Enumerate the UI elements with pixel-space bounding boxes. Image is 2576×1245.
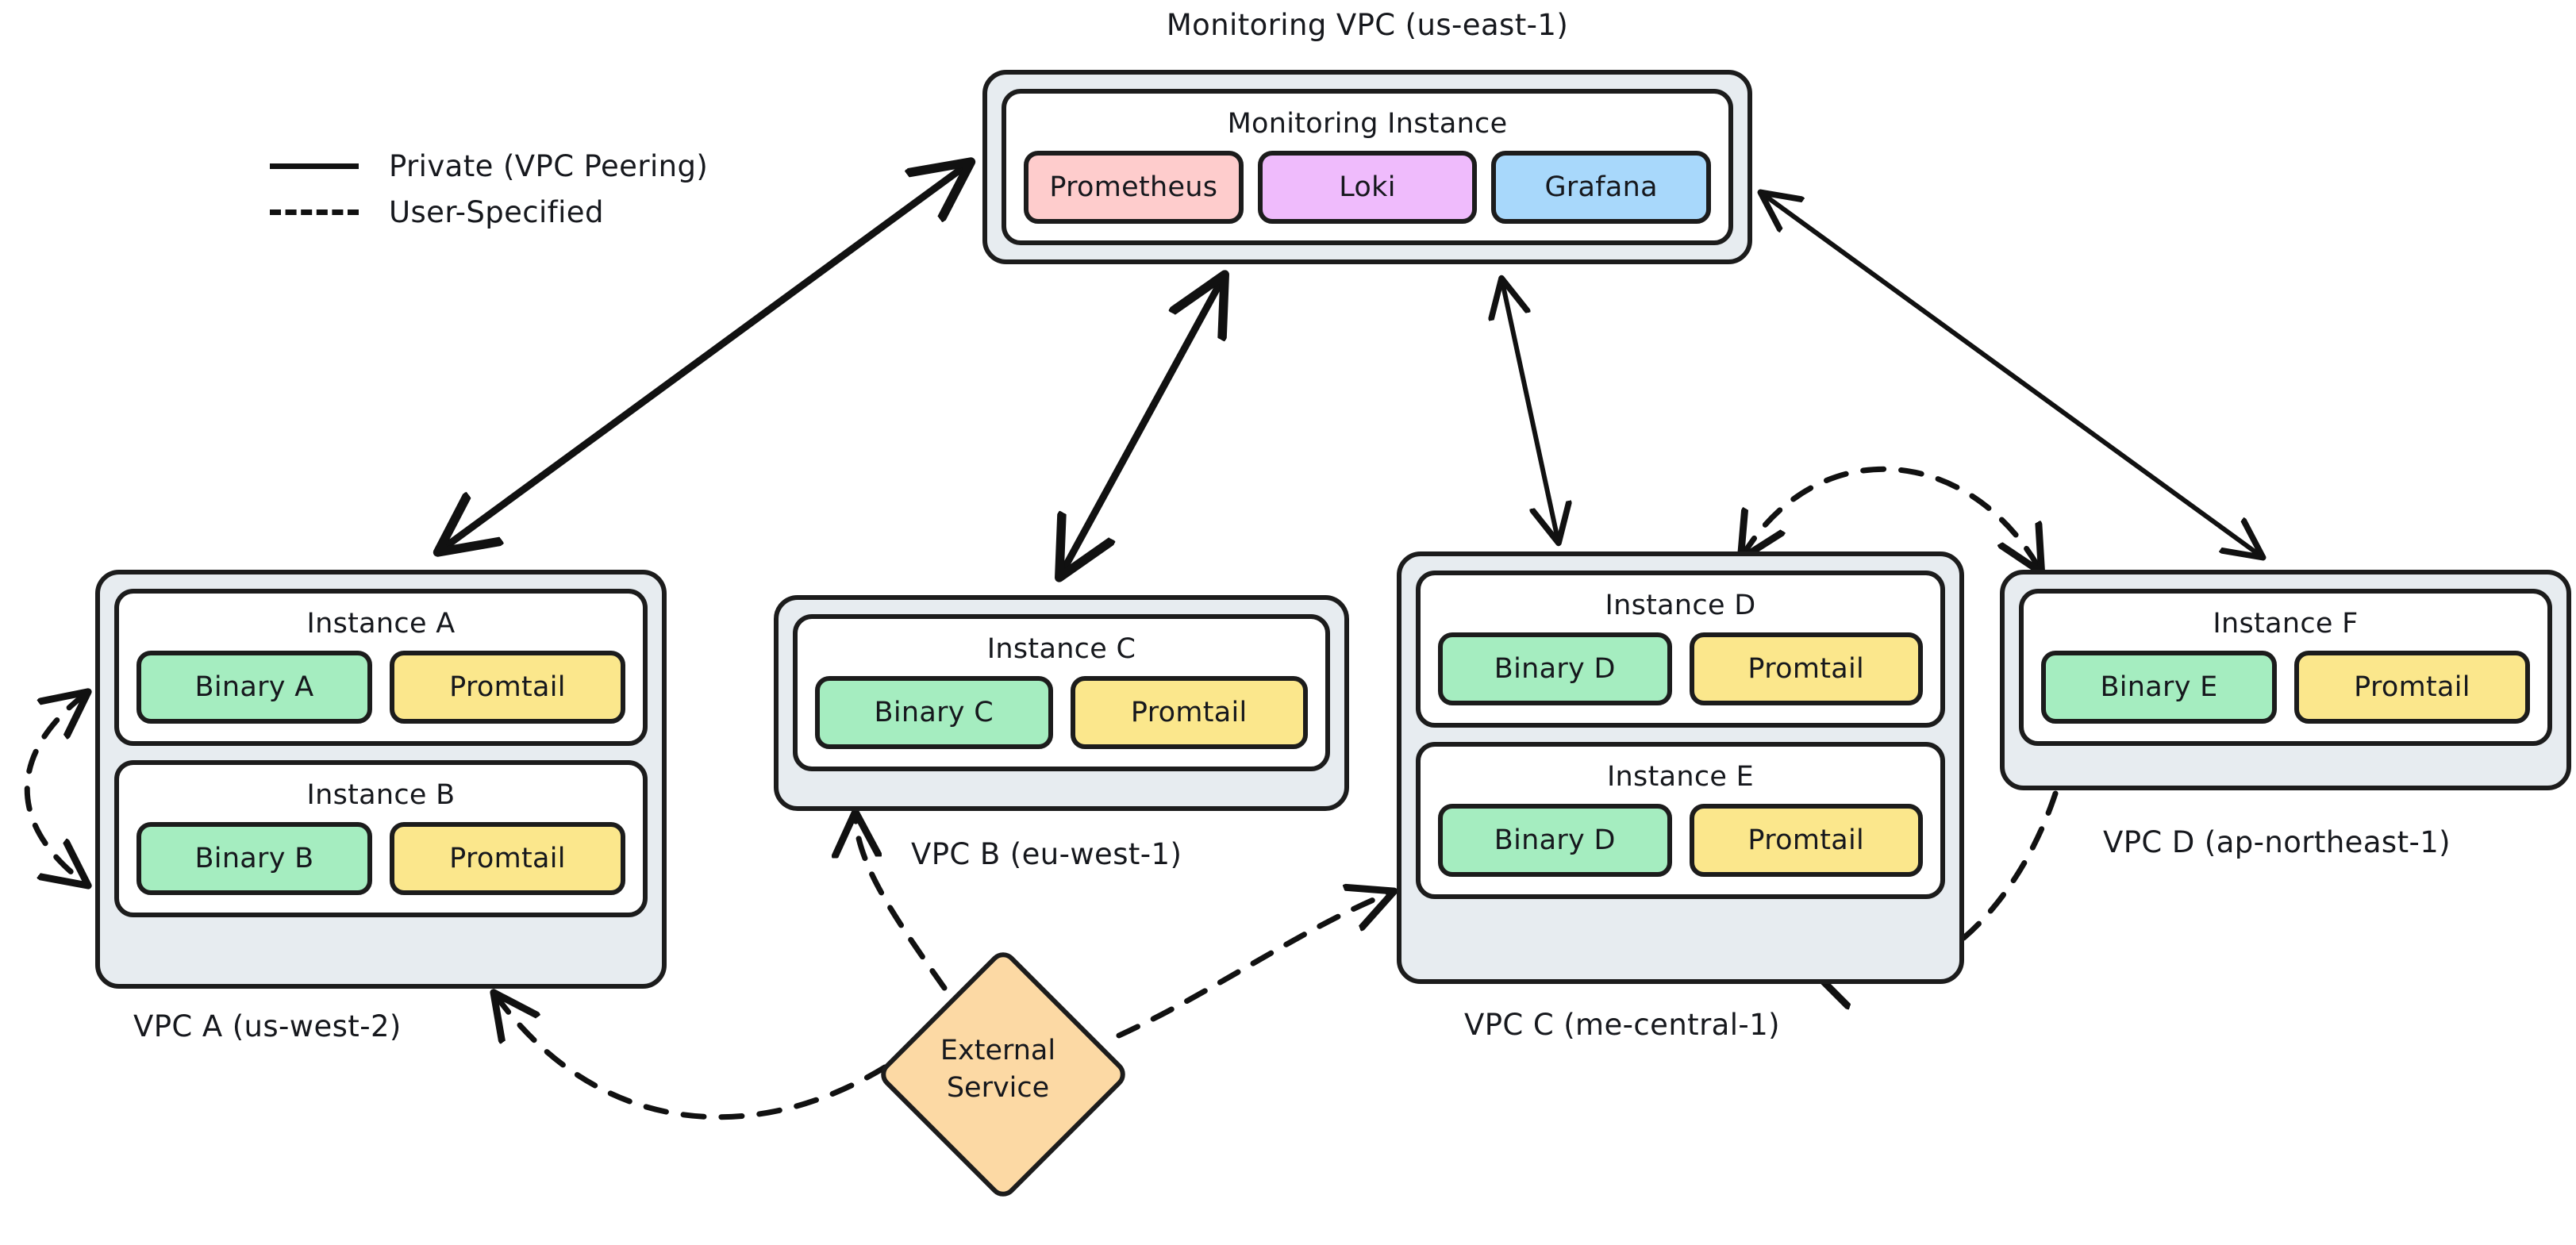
vpc-c-label: VPC C (me-central-1) bbox=[1464, 1008, 1780, 1042]
instance-b-title: Instance B bbox=[306, 779, 456, 811]
component-binary-c[interactable]: Binary C bbox=[815, 676, 1053, 749]
monitoring-vpc-title: Monitoring VPC (us-east-1) bbox=[1166, 8, 1569, 42]
instance-f-component-row: Binary E Promtail bbox=[2041, 651, 2530, 724]
component-grafana[interactable]: Grafana bbox=[1491, 151, 1712, 224]
instance-c-component-row: Binary C Promtail bbox=[815, 676, 1308, 749]
instance-b[interactable]: Instance B Binary B Promtail bbox=[114, 760, 648, 917]
legend-item-private: Private (VPC Peering) bbox=[270, 143, 708, 189]
component-prometheus[interactable]: Prometheus bbox=[1024, 151, 1244, 224]
vpc-a-label: VPC A (us-west-2) bbox=[133, 1009, 402, 1043]
instance-a-title: Instance A bbox=[306, 608, 456, 640]
instance-d[interactable]: Instance D Binary D Promtail bbox=[1416, 571, 1945, 728]
component-binary-a[interactable]: Binary A bbox=[136, 651, 372, 724]
component-binary-f[interactable]: Binary E bbox=[2041, 651, 2277, 724]
instance-d-title: Instance D bbox=[1605, 590, 1756, 621]
legend-label-private: Private (VPC Peering) bbox=[389, 148, 709, 183]
component-promtail-b[interactable]: Promtail bbox=[390, 822, 625, 895]
external-service-label-line2: Service bbox=[946, 1071, 1050, 1104]
vpc-d-container[interactable]: Instance F Binary E Promtail bbox=[2000, 570, 2571, 790]
monitoring-component-row: Prometheus Loki Grafana bbox=[1024, 151, 1712, 224]
component-promtail-e[interactable]: Promtail bbox=[1689, 804, 1923, 877]
instance-e[interactable]: Instance E Binary D Promtail bbox=[1416, 742, 1945, 899]
vpc-a-container[interactable]: Instance A Binary A Promtail Instance B … bbox=[95, 570, 667, 989]
instance-c[interactable]: Instance C Binary C Promtail bbox=[793, 614, 1330, 771]
instance-d-component-row: Binary D Promtail bbox=[1438, 632, 1923, 705]
legend: Private (VPC Peering) User-Specified bbox=[270, 143, 708, 235]
monitoring-instance-title: Monitoring Instance bbox=[1227, 108, 1508, 140]
vpc-b-label: VPC B (eu-west-1) bbox=[911, 837, 1182, 871]
component-binary-d[interactable]: Binary D bbox=[1438, 632, 1672, 705]
external-service-label: External Service bbox=[877, 948, 1119, 1190]
component-binary-e-box[interactable]: Binary D bbox=[1438, 804, 1672, 877]
vpc-b-container[interactable]: Instance C Binary C Promtail bbox=[774, 595, 1349, 811]
instance-e-title: Instance E bbox=[1606, 761, 1755, 793]
dashed-line-swatch-icon bbox=[270, 209, 359, 215]
solid-line-swatch-icon bbox=[270, 163, 359, 169]
instance-a-component-row: Binary A Promtail bbox=[136, 651, 625, 724]
instance-b-component-row: Binary B Promtail bbox=[136, 822, 625, 895]
vpc-d-label: VPC D (ap-northeast-1) bbox=[2103, 825, 2451, 859]
external-service-node[interactable]: External Service bbox=[875, 946, 1131, 1202]
instance-e-component-row: Binary D Promtail bbox=[1438, 804, 1923, 877]
legend-label-user-specified: User-Specified bbox=[389, 194, 604, 229]
component-promtail-c[interactable]: Promtail bbox=[1070, 676, 1308, 749]
instance-f[interactable]: Instance F Binary E Promtail bbox=[2019, 589, 2552, 746]
component-promtail-f[interactable]: Promtail bbox=[2294, 651, 2530, 724]
monitoring-instance[interactable]: Monitoring Instance Prometheus Loki Graf… bbox=[1002, 89, 1733, 245]
vpc-c-container[interactable]: Instance D Binary D Promtail Instance E … bbox=[1397, 551, 1964, 984]
component-binary-b[interactable]: Binary B bbox=[136, 822, 372, 895]
external-service-label-line1: External bbox=[940, 1035, 1056, 1067]
component-promtail-d[interactable]: Promtail bbox=[1689, 632, 1923, 705]
instance-c-title: Instance C bbox=[986, 633, 1136, 665]
monitoring-vpc-container[interactable]: Monitoring Instance Prometheus Loki Graf… bbox=[982, 70, 1752, 264]
component-loki[interactable]: Loki bbox=[1257, 151, 1478, 224]
instance-f-title: Instance F bbox=[2213, 608, 2359, 640]
instance-a[interactable]: Instance A Binary A Promtail bbox=[114, 589, 648, 746]
component-promtail-a[interactable]: Promtail bbox=[390, 651, 625, 724]
legend-item-user-specified: User-Specified bbox=[270, 189, 708, 235]
